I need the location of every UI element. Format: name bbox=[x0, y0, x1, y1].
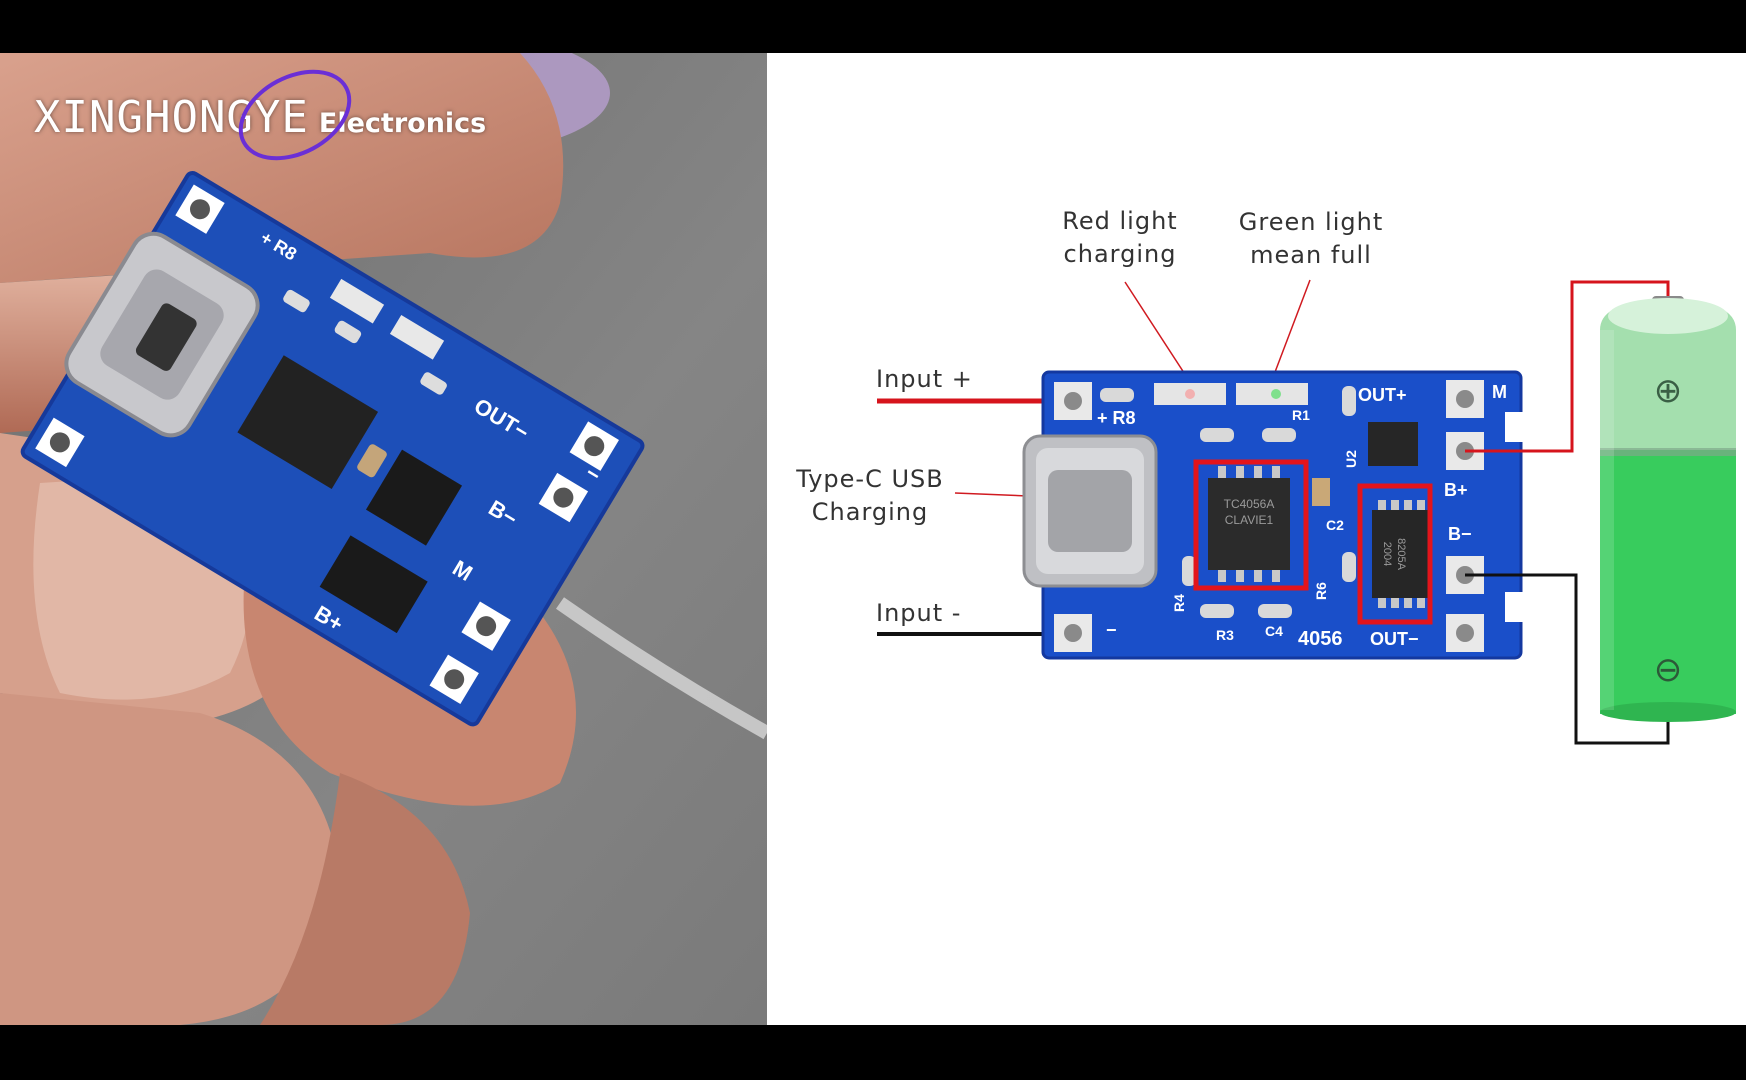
pcb-label: C4 bbox=[1265, 623, 1283, 639]
input-plus-label: Input + bbox=[876, 365, 973, 393]
battery-minus-icon: ⊖ bbox=[1654, 651, 1683, 689]
pcb-label: R6 bbox=[1313, 582, 1329, 600]
8205a-highlight bbox=[1357, 483, 1433, 625]
pcb-label: U2 bbox=[1343, 450, 1359, 468]
green-light-pointer bbox=[1271, 279, 1311, 381]
green-light-label: Green light mean full bbox=[1228, 206, 1394, 272]
pcb-label: OUT− bbox=[1370, 629, 1419, 649]
pcb-label: 4056 bbox=[1298, 628, 1343, 650]
battery-negative-wire bbox=[1465, 573, 1670, 745]
photo-panel: + R8 OUT− B− M − B+ bbox=[0, 53, 767, 1025]
hand-holding-pcb-photo: + R8 OUT− B− M − B+ bbox=[0, 53, 767, 1025]
label-line: Red light bbox=[1062, 207, 1178, 235]
label-line: Type-C USB bbox=[796, 465, 944, 493]
label-line: charging bbox=[1063, 240, 1177, 268]
pcb-label: − bbox=[1106, 620, 1117, 640]
chip-marking: 8205A bbox=[1395, 538, 1407, 570]
red-light-label: Red light charging bbox=[1050, 205, 1190, 271]
tc4056-highlight bbox=[1193, 459, 1309, 591]
label-line: mean full bbox=[1250, 241, 1372, 269]
pcb-label: M bbox=[1492, 382, 1507, 402]
label-line: Charging bbox=[811, 498, 929, 526]
battery-plus-icon: ⊕ bbox=[1654, 372, 1683, 410]
chip-marking: TC4056A bbox=[1224, 497, 1275, 511]
red-light-pointer bbox=[1124, 281, 1191, 383]
pcb-label: R1 bbox=[1292, 407, 1310, 423]
input-minus-label: Input - bbox=[876, 599, 962, 627]
pcb-label: + R8 bbox=[1097, 408, 1136, 428]
letterbox-bottom bbox=[0, 1025, 1746, 1080]
letterbox-top bbox=[0, 0, 1746, 53]
brand-swoosh-icon bbox=[238, 69, 352, 161]
lithium-battery: ⊕ ⊖ bbox=[1600, 296, 1736, 722]
pcb-label: OUT+ bbox=[1358, 385, 1407, 405]
chip-marking: CLAVIE1 bbox=[1225, 513, 1274, 527]
pcb-label: B− bbox=[1448, 524, 1472, 544]
pcb-label: R3 bbox=[1216, 627, 1234, 643]
tp4056-board: TC4056A CLAVIE1 8205A 2004 + R8 OUT+ OUT… bbox=[1022, 370, 1525, 660]
pcb-label: B+ bbox=[1444, 480, 1468, 500]
pcb-label: C2 bbox=[1326, 517, 1344, 533]
battery-positive-wire bbox=[1465, 280, 1670, 453]
usb-charging-label: Type-C USB Charging bbox=[786, 463, 954, 529]
chip-marking: 2004 bbox=[1381, 542, 1393, 566]
pcb-label: R4 bbox=[1171, 594, 1187, 612]
label-line: Green light bbox=[1238, 208, 1384, 236]
brand-name: XINGHONGYE bbox=[34, 92, 309, 143]
